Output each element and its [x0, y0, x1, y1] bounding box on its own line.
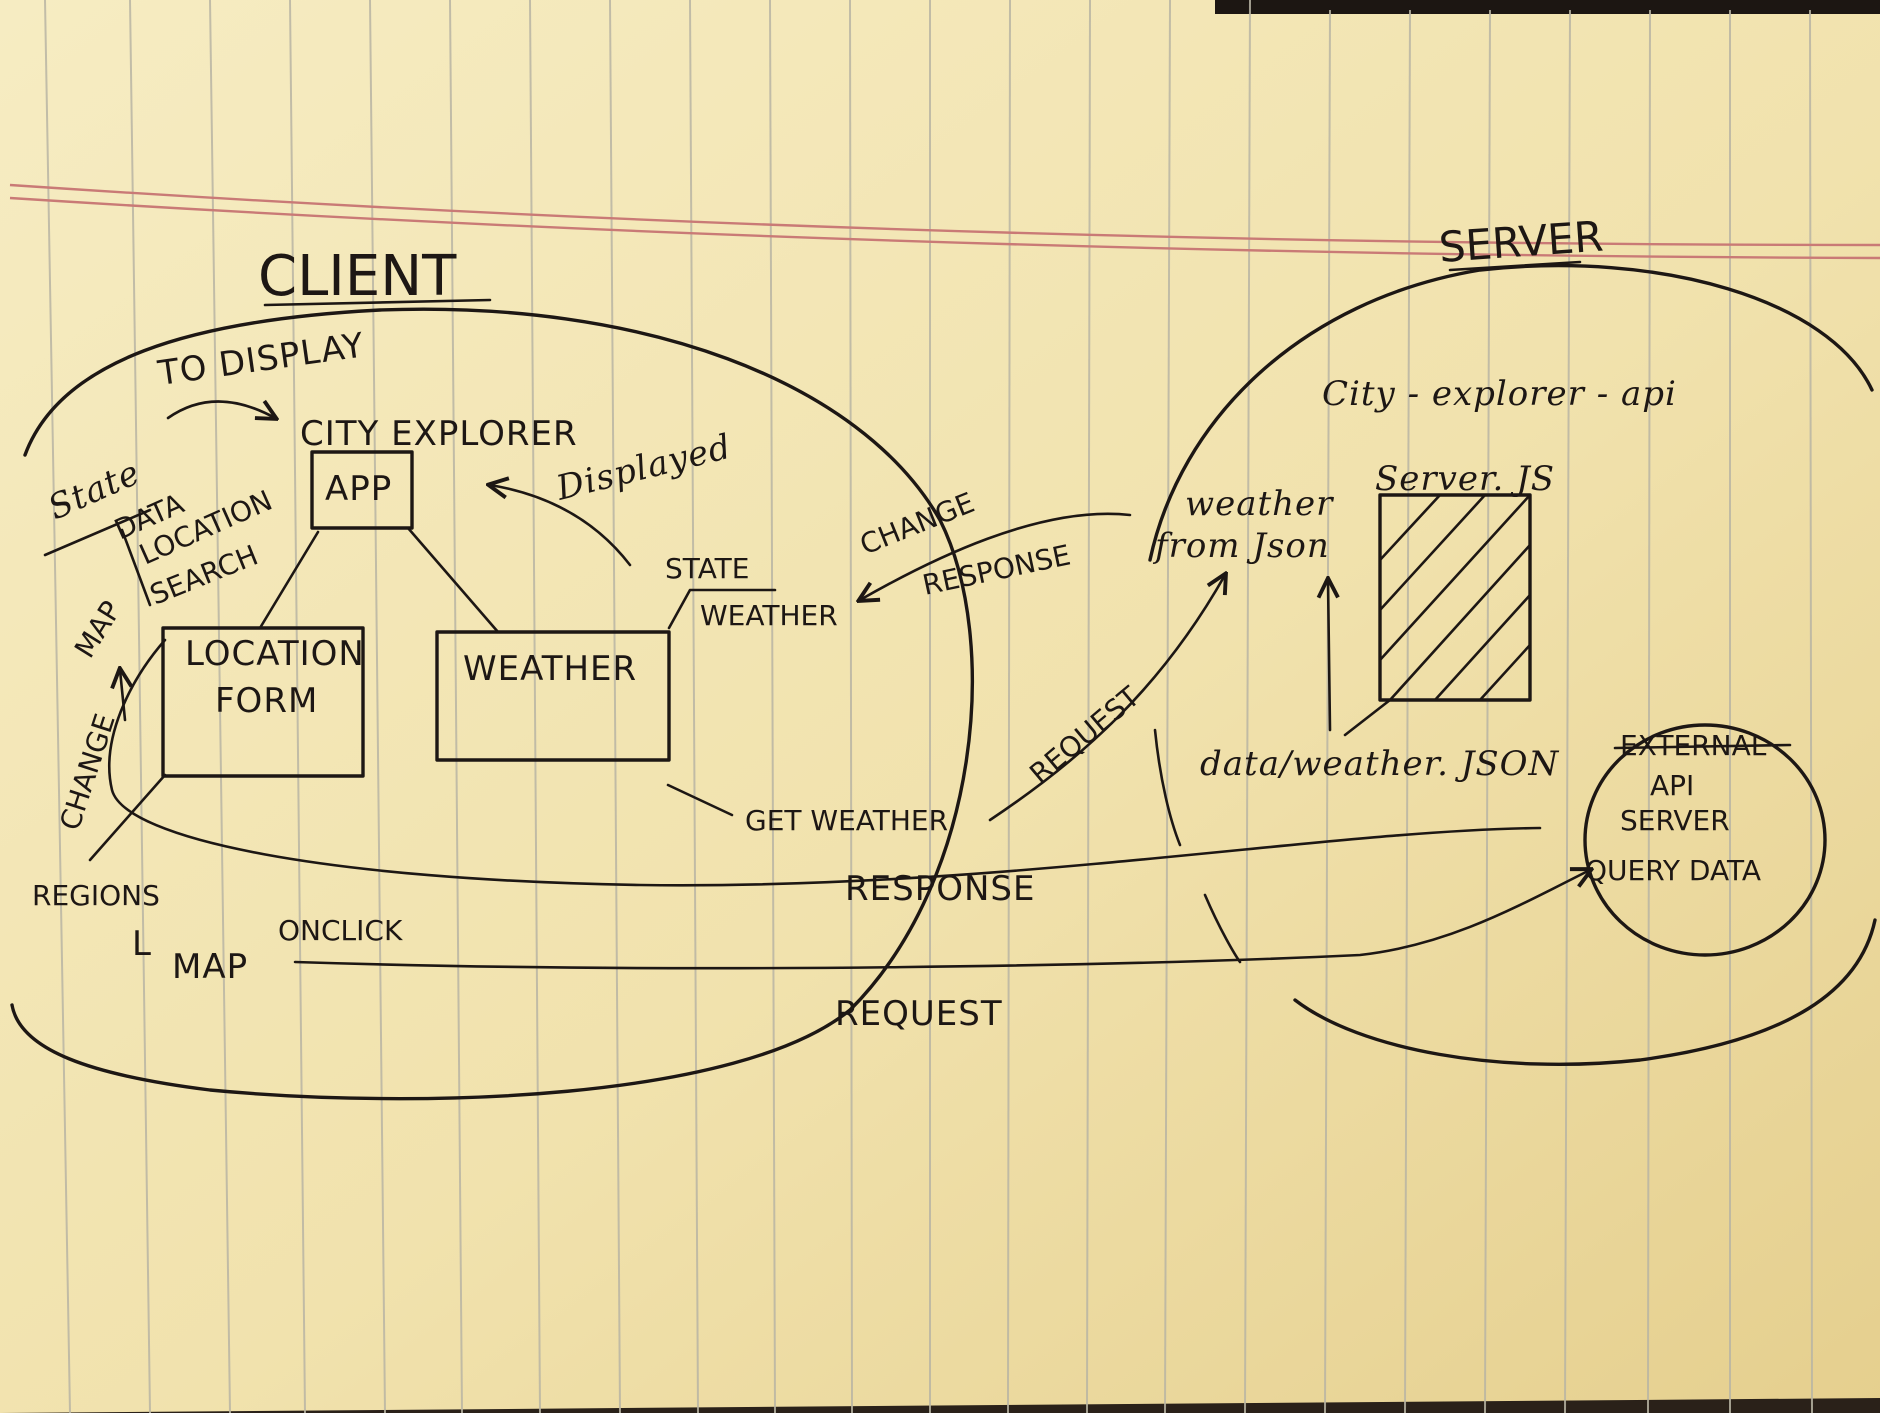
regions-line [88, 773, 167, 862]
change-response-arrow [860, 512, 1132, 600]
server-underline [1448, 260, 1582, 272]
l-map-label-1: L [132, 924, 152, 964]
app-to-weather-line [406, 526, 500, 634]
server-ellipse-left [1153, 728, 1182, 847]
response-label-2: RESPONSE [845, 869, 1035, 909]
state-left-underline [43, 508, 152, 557]
client-ellipse [10, 307, 974, 1101]
client-label: CLIENT [258, 244, 457, 309]
server-ellipse-bottom [1293, 918, 1877, 1067]
server-label: SERVER [1437, 212, 1605, 272]
displayed-arrow [490, 485, 632, 567]
weather-box [435, 630, 671, 762]
regions-label: REGIONS [32, 879, 160, 912]
change-loop [108, 638, 1542, 887]
onclick-label: ONCLICK [278, 914, 403, 947]
query-data-label: QUERY DATA [1585, 854, 1761, 887]
server-js-label: Server. JS [1375, 459, 1555, 499]
location-form-box [161, 626, 365, 778]
city-explorer-label: CITY EXPLORER [300, 414, 578, 454]
server-ellipse [1148, 263, 1874, 562]
l-map-label-2: MAP [172, 947, 248, 987]
state-right-label: STATE [665, 552, 749, 585]
get-weather-label: GET WEATHER [745, 804, 948, 837]
right-state-bracket [667, 588, 777, 630]
location-form-label-1: LOCATION [185, 634, 365, 674]
change-up-arrow [120, 670, 125, 722]
request-label-2: REQUEST [835, 994, 1003, 1034]
location-form-label-2: FORM [215, 681, 318, 721]
server-js-box [1378, 493, 1532, 702]
onclick-request-arrow [293, 870, 1590, 970]
app-label: APP [325, 469, 392, 509]
api-label: API [1650, 769, 1694, 802]
weather-box-label: WEATHER [463, 649, 637, 689]
app-to-form-line [258, 530, 320, 630]
to-display-arrow [166, 402, 275, 419]
client-underline [263, 298, 492, 307]
dark-corner [1215, 0, 1880, 14]
getweather-line [666, 783, 734, 817]
city-explorer-api-label: City - explorer - api [1322, 374, 1677, 414]
margin-lines [9, 183, 1880, 260]
weather-state-label: WEATHER [700, 599, 838, 632]
json-to-serverjs-line [1343, 698, 1392, 737]
weather-from-json-label-2: from Json [1152, 526, 1330, 566]
server-ext-label: SERVER [1620, 804, 1730, 837]
json-up-arrow [1328, 580, 1330, 732]
data-weather-json-label: data/weather. JSON [1200, 744, 1560, 784]
request-arrow-server [988, 575, 1225, 822]
app-box [310, 450, 414, 530]
server-js-hatch [1380, 495, 1530, 700]
external-strike [1613, 743, 1792, 750]
weather-from-json-label-1: weather [1185, 484, 1334, 524]
left-state-bracket [120, 528, 152, 607]
external-api-circle [1583, 723, 1827, 957]
